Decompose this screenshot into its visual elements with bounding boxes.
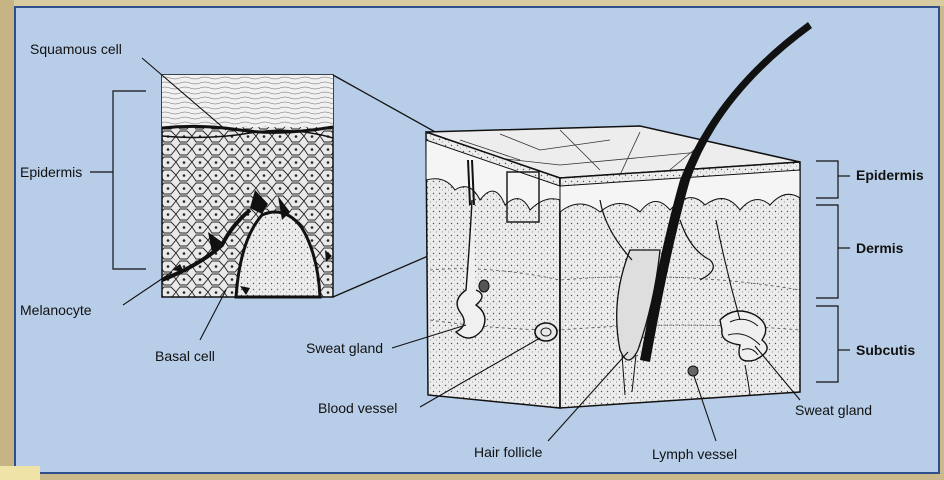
lymph-vessel-shape <box>688 366 698 376</box>
label-squamous-cell: Squamous cell <box>30 41 122 57</box>
label-melanocyte: Melanocyte <box>20 302 92 318</box>
blood-vessel-shape <box>535 323 557 341</box>
layer-brackets-right <box>816 161 850 382</box>
label-hair-follicle: Hair follicle <box>474 444 542 460</box>
label-sweat-gland-right: Sweat gland <box>795 402 872 418</box>
label-lymph-vessel: Lymph vessel <box>652 446 737 462</box>
label-sweat-gland-left: Sweat gland <box>306 340 383 356</box>
label-epidermis-right: Epidermis <box>856 167 924 183</box>
label-epidermis-left: Epidermis <box>20 164 82 180</box>
label-dermis: Dermis <box>856 240 903 256</box>
label-subcutis: Subcutis <box>856 342 915 358</box>
label-basal-cell: Basal cell <box>155 348 215 364</box>
skin-block <box>426 22 812 408</box>
label-blood-vessel: Blood vessel <box>318 400 397 416</box>
magnified-epidermis-inset <box>162 75 333 297</box>
epidermis-bracket-left <box>90 91 146 269</box>
